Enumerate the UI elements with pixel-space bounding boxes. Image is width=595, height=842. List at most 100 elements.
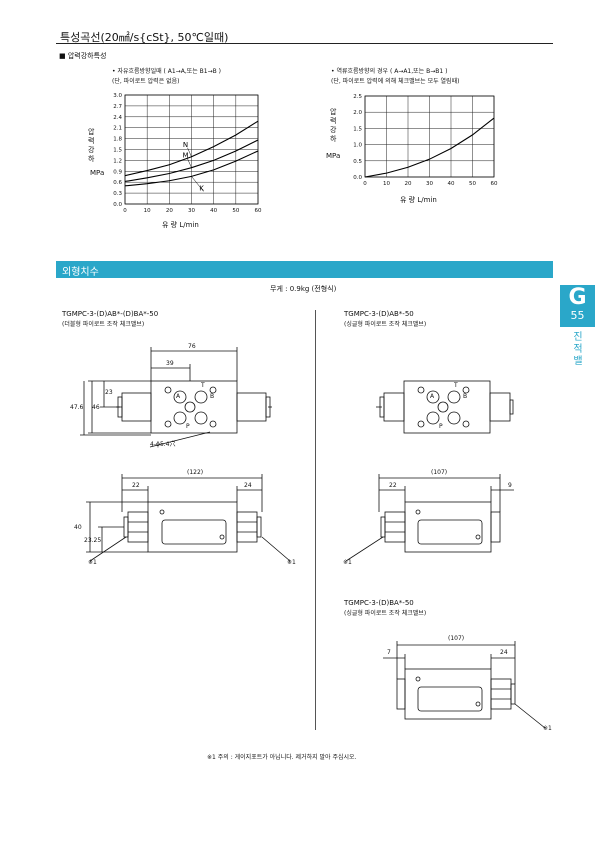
section-band: 외형치수 xyxy=(56,261,553,278)
y-tick-label: 1.5 xyxy=(113,148,122,154)
section-label: ■ 압력강하특성 xyxy=(59,52,107,60)
dim-22-m1: 22 xyxy=(132,482,140,489)
y-tick-label: 0.9 xyxy=(113,169,122,175)
x-tick-label: 50 xyxy=(232,208,239,214)
chapter-letter: G xyxy=(568,285,587,310)
footnote: ※1 주의 : 게이지포트가 아닙니다. 제거하지 말아 주십시오. xyxy=(207,754,357,761)
x-tick-label: 0 xyxy=(363,181,367,187)
dim-107-m2: (107) xyxy=(431,469,448,476)
x-tick-label: 60 xyxy=(491,181,498,187)
chart-left-ylabel: 압력강하 xyxy=(88,128,95,163)
model3-side-view xyxy=(383,641,546,729)
x-tick-label: 30 xyxy=(188,208,195,214)
y-tick-label: 1.0 xyxy=(353,143,362,149)
x-tick-label: 0 xyxy=(123,208,127,214)
chart-left-xlabel: 유 량 L/min xyxy=(162,221,199,229)
dim-76: 76 xyxy=(188,343,196,350)
chart-right-note1: • 역류흐름방향의 경우 ( A→A1,또는 B→B1 ) xyxy=(331,68,448,75)
chart-right-ylabel: 압력강하 xyxy=(330,108,337,143)
plot-frame xyxy=(364,95,495,178)
y-tick-label: 0.0 xyxy=(353,175,362,181)
dim-24-m1: 24 xyxy=(244,482,252,489)
port-t-m2: T xyxy=(454,382,458,389)
port-a-m2: A xyxy=(430,393,435,400)
chapter-tab: G 55 xyxy=(560,285,595,327)
chapter-vertical-label: 진적밸 xyxy=(573,332,583,367)
y-tick-label: 0.5 xyxy=(353,159,362,165)
chart-left-yunit: MPa xyxy=(90,169,105,177)
y-tick-label: 0.6 xyxy=(113,180,122,186)
y-tick-label: 2.7 xyxy=(113,104,122,110)
port-p-m1: P xyxy=(186,423,190,430)
model2-top-view xyxy=(376,380,514,434)
chart-right-yunit: MPa xyxy=(326,152,341,160)
x-tick-label: 60 xyxy=(255,208,262,214)
x-tick-label: 30 xyxy=(426,181,433,187)
x-tick-label: 10 xyxy=(383,181,390,187)
y-tick-label: 2.4 xyxy=(113,115,122,121)
model2-side-view xyxy=(345,474,514,562)
note-ref-m2: ※1 xyxy=(343,559,352,566)
model1-desc: (더블형 파이로트 조작 체크밸브) xyxy=(62,321,145,328)
dim-107-m3: (107) xyxy=(448,635,465,642)
port-b-m1: B xyxy=(210,393,215,400)
chart-right-xlabel: 유 량 L/min xyxy=(400,196,437,204)
port-t-m1: T xyxy=(201,382,205,389)
model2-name: TGMPC-3-(D)AB*-50 xyxy=(344,310,414,318)
x-tick-label: 20 xyxy=(405,181,412,187)
y-tick-label: 0.3 xyxy=(113,191,122,197)
y-tick-label: 3.0 xyxy=(113,93,122,99)
port-a-m1: A xyxy=(176,393,181,400)
model1-side-view xyxy=(86,474,291,562)
x-tick-label: 40 xyxy=(210,208,217,214)
model3-desc: (싱글형 파이로트 조작 체크밸브) xyxy=(344,610,427,617)
section-title: 외형치수 xyxy=(62,267,99,278)
model1-name: TGMPC-3-(D)AB*-(D)BA*-50 xyxy=(62,310,159,318)
page-title: 특성곡선(20㎟/s{cSt}, 50℃일때) xyxy=(60,31,229,44)
y-tick-label: 2.0 xyxy=(353,110,362,116)
plot-frame xyxy=(124,94,259,205)
note-ref-right: ※1 xyxy=(287,559,296,566)
x-tick-label: 10 xyxy=(144,208,151,214)
model2-desc: (싱글형 파이로트 조작 체크밸브) xyxy=(344,321,427,328)
holes-note: 4-ϕ5.4穴 xyxy=(150,441,176,448)
model3-name: TGMPC-3-(D)BA*-50 xyxy=(344,599,414,607)
x-tick-label: 50 xyxy=(469,181,476,187)
page-number: 55 xyxy=(570,309,585,322)
y-tick-label: 1.5 xyxy=(353,126,362,132)
dim-24-m3: 24 xyxy=(500,649,508,656)
chart-left-note1: • 자유흐름방향일때 ( A1→A,또는 B1→B ) xyxy=(112,68,221,75)
header-rule xyxy=(56,43,553,44)
dim-23-25: 23.25 xyxy=(84,537,102,544)
dim-40: 40 xyxy=(74,524,82,531)
dim-22-m2: 22 xyxy=(389,482,397,489)
dim-23: 23 xyxy=(105,389,113,396)
y-tick-label: 1.2 xyxy=(113,158,122,164)
model1-top-view xyxy=(80,347,272,448)
dim-7-m3: 7 xyxy=(387,649,391,656)
dim-122: (122) xyxy=(187,469,204,476)
dim-9-m2: 9 xyxy=(508,482,512,489)
y-tick-label: 0.0 xyxy=(113,202,122,208)
weight-text: 무게 : 0.9kg (전형식) xyxy=(270,285,337,293)
dim-47-6: 47.6 xyxy=(70,404,84,411)
port-b-m2: B xyxy=(463,393,468,400)
series-line-0 xyxy=(364,117,495,178)
note-ref-m3: ※1 xyxy=(543,725,552,732)
chart-right-note2: (단, 파이로트 압력에 의해 체크밸브는 모두 열림때) xyxy=(331,78,460,85)
x-tick-label: 20 xyxy=(166,208,173,214)
y-tick-label: 2.5 xyxy=(353,94,362,100)
y-tick-label: 2.1 xyxy=(113,126,122,132)
dim-46: 46 xyxy=(92,404,100,411)
series-leader xyxy=(187,147,192,157)
chart-left-note2: (단, 파이로트 압력은 없음) xyxy=(112,78,180,85)
series-leader xyxy=(191,176,204,192)
series-leader xyxy=(187,158,192,168)
series-label: M xyxy=(182,152,188,160)
series-label: N xyxy=(183,141,188,149)
series-label: K xyxy=(199,184,204,192)
